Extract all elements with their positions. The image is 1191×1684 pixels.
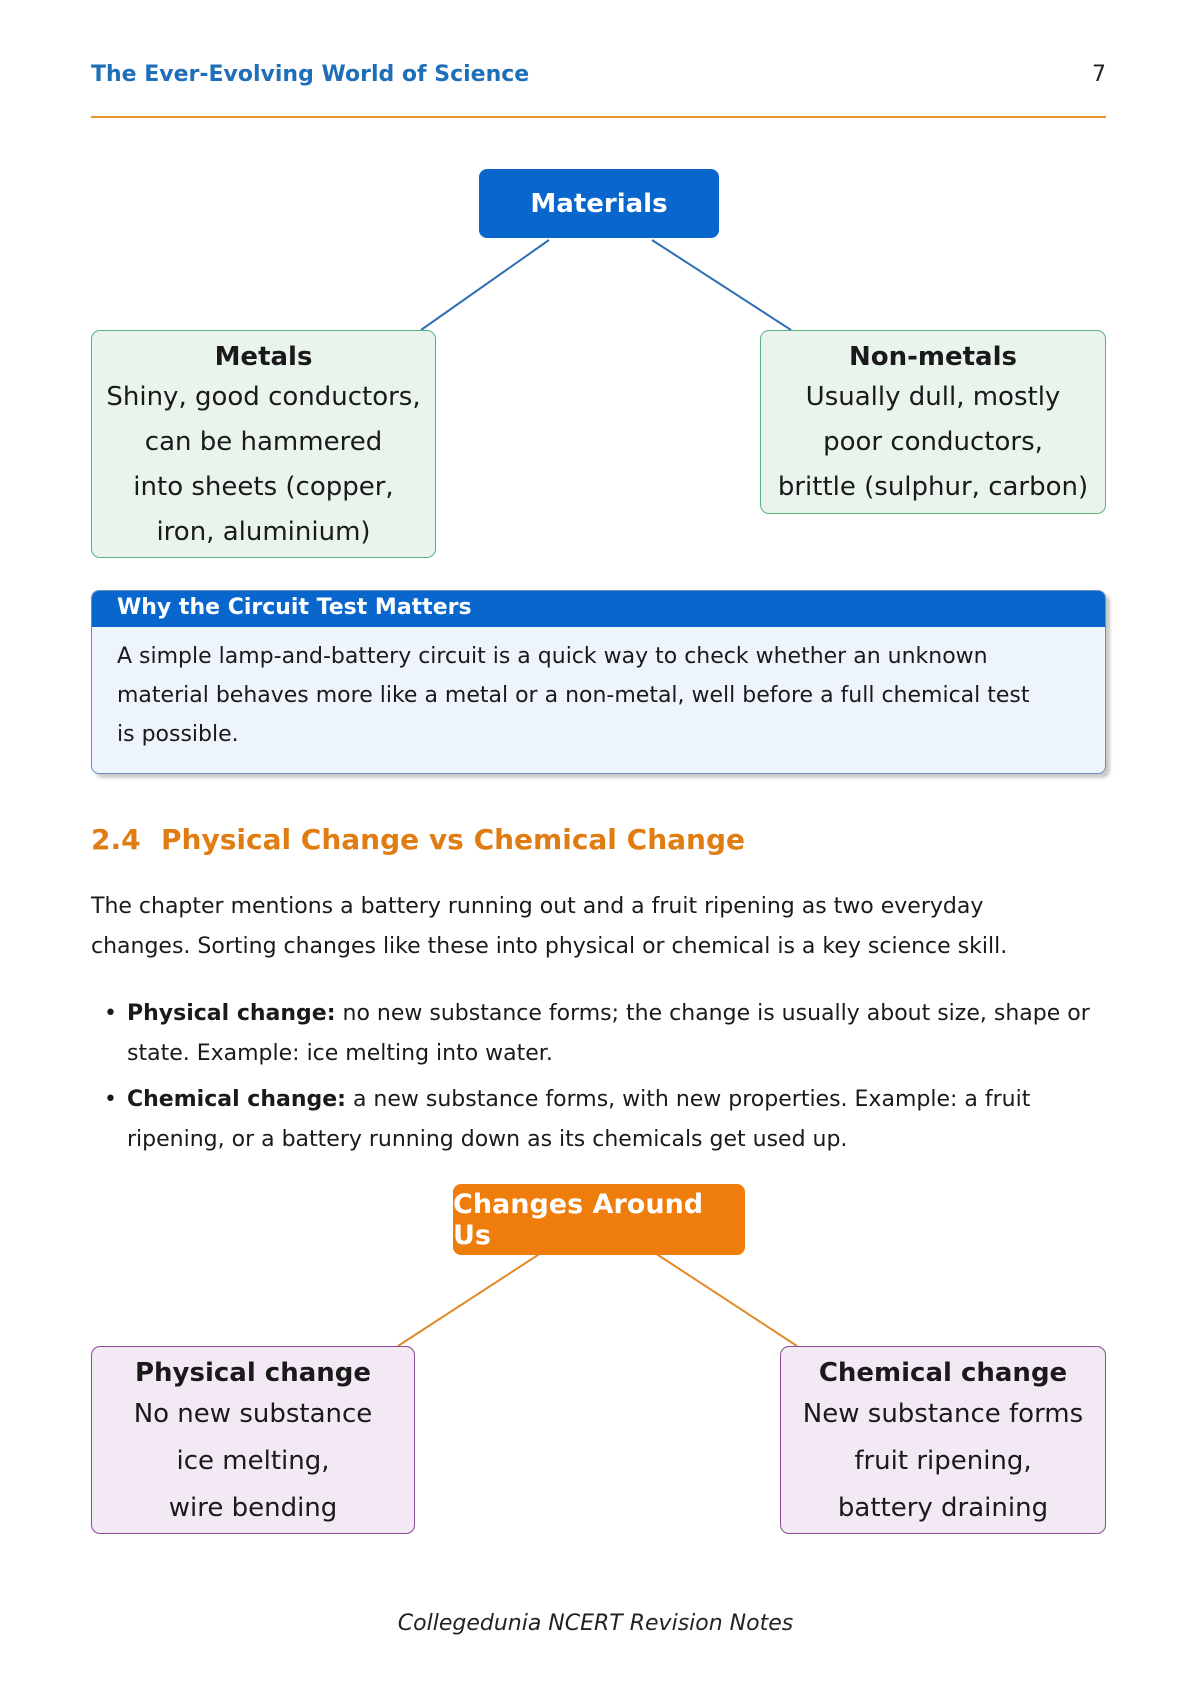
bullet-icon: • [104,1087,117,1112]
callout-line: is possible. [117,722,239,747]
connector-materials-metals [420,239,550,331]
callout-body: A simple lamp-and-battery circuit is a q… [92,627,1105,754]
nonmetals-title: Non-metals [848,342,1017,372]
metals-description: Shiny, good conductors, can be hammered … [92,375,435,555]
metals-line: into sheets (copper, [133,472,394,502]
bullet-text: state. Example: ice melting into water. [127,1041,553,1066]
bullet-term: Chemical change: [127,1087,346,1112]
connector-changes-physical [397,1252,542,1347]
metals-title: Metals [214,342,313,372]
paragraph-line: changes. Sorting changes like these into… [91,934,1008,959]
paragraph-line: The chapter mentions a battery running o… [91,894,984,919]
page-number: 7 [1092,62,1106,87]
chemical-change-line: battery draining [837,1493,1049,1523]
physical-change-box: Physical change No new substance ice mel… [91,1346,415,1534]
callout-box: Why the Circuit Test Matters A simple la… [91,590,1106,774]
bullet-text: ripening, or a battery running down as i… [127,1127,848,1152]
physical-change-line: wire bending [168,1493,338,1523]
list-item: • Physical change: no new substance form… [91,994,1106,1074]
physical-change-title: Physical change [134,1358,372,1388]
callout-line: A simple lamp-and-battery circuit is a q… [117,644,988,669]
section-title: Physical Change vs Chemical Change [161,823,745,856]
chemical-change-description: New substance forms fruit ripening, batt… [781,1391,1105,1532]
bullet-list: • Physical change: no new substance form… [91,994,1106,1166]
section-heading: 2.4 Physical Change vs Chemical Change [91,823,745,856]
intro-paragraph: The chapter mentions a battery running o… [91,887,1106,967]
header-rule [91,116,1106,118]
metals-line: iron, aluminium) [156,517,371,547]
chemical-change-title: Chemical change [818,1358,1068,1388]
chemical-change-line: fruit ripening, [854,1446,1032,1476]
nonmetals-box: Non-metals Usually dull, mostly poor con… [760,330,1106,514]
bullet-icon: • [104,1001,117,1026]
materials-root-node: Materials [479,169,719,238]
running-title: The Ever-Evolving World of Science [91,62,530,87]
metals-line: Shiny, good conductors, [106,382,421,412]
bullet-text: no new substance forms; the change is us… [335,1001,1090,1026]
footer-text: Collegedunia NCERT Revision Notes [397,1611,794,1636]
metals-box: Metals Shiny, good conductors, can be ha… [91,330,436,558]
physical-change-description: No new substance ice melting, wire bendi… [92,1391,414,1532]
chemical-change-box: Chemical change New substance forms frui… [780,1346,1106,1534]
nonmetals-line: Usually dull, mostly [805,382,1061,412]
nonmetals-line: brittle (sulphur, carbon) [777,472,1089,502]
callout-line: material behaves more like a metal or a … [117,683,1030,708]
physical-change-line: No new substance [133,1399,373,1429]
connector-materials-nonmetals [651,239,792,331]
nonmetals-line: poor conductors, [823,427,1043,457]
bullet-text: a new substance forms, with new properti… [345,1087,1031,1112]
metals-line: can be hammered [144,427,383,457]
list-item: • Chemical change: a new substance forms… [91,1080,1106,1160]
bullet-term: Physical change: [127,1001,336,1026]
changes-root-node: Changes Around Us [453,1184,745,1255]
nonmetals-description: Usually dull, mostly poor conductors, br… [761,375,1105,510]
section-number: 2.4 [91,823,141,856]
connector-changes-chemical [654,1252,798,1347]
chemical-change-line: New substance forms [802,1399,1084,1429]
callout-title: Why the Circuit Test Matters [92,591,1105,627]
physical-change-line: ice melting, [176,1446,330,1476]
